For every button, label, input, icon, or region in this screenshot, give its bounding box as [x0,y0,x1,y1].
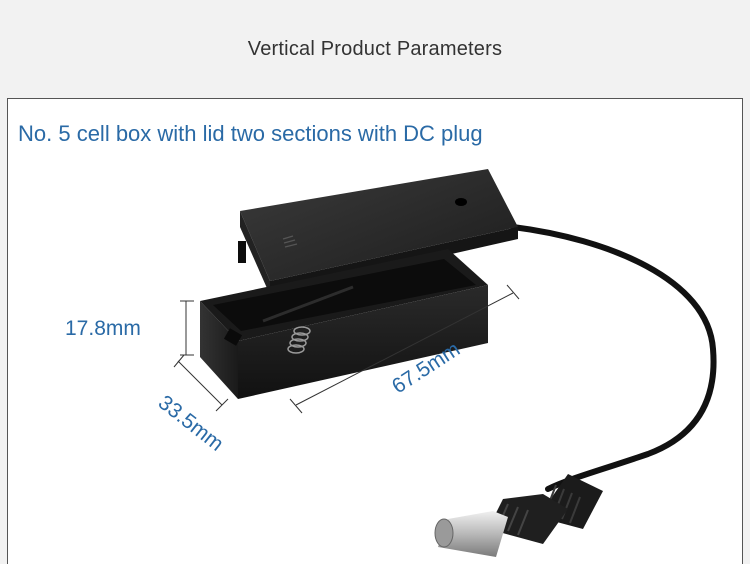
product-panel: No. 5 cell box with lid two sections wit… [7,98,743,564]
battery-box-illustration [173,169,717,557]
spring-contact [287,326,311,354]
product-title: No. 5 cell box with lid two sections wit… [18,121,483,146]
height-dimension-label: 17.8mm [65,317,141,340]
dimension-lines [173,284,520,414]
battery-box-body [200,249,488,399]
page-title: Vertical Product Parameters [247,38,503,60]
dc-cable [510,224,717,492]
dc-plug [434,474,603,557]
